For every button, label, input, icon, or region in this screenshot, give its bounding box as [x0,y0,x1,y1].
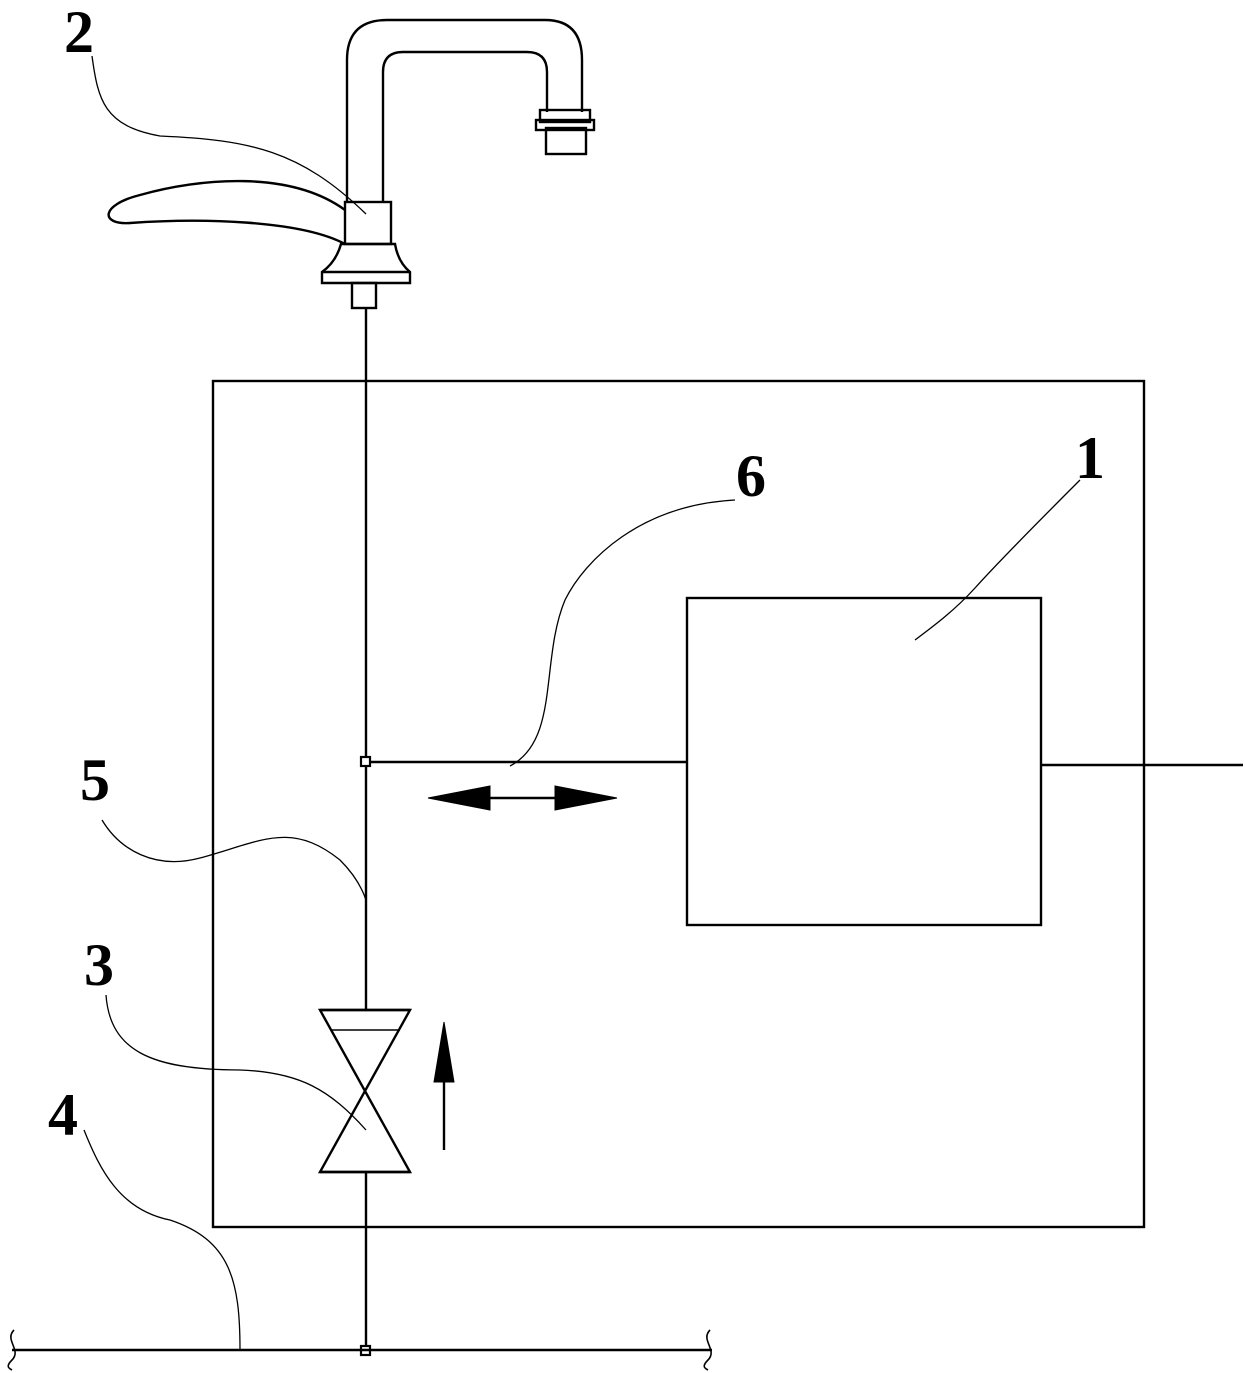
leader-3 [105,994,367,1131]
leader-6 [509,499,736,767]
label-faucet: 2 [64,0,94,65]
valve-icon [317,1008,413,1174]
leader-2 [91,55,367,215]
control-unit-box [685,596,1043,927]
leader-5 [101,819,367,901]
label-connection: 6 [736,443,766,509]
label-valve: 3 [84,932,114,998]
pipe-break-left [7,1329,16,1371]
faucet-icon [107,18,596,310]
housing-frame [211,379,1146,1229]
label-main-pipe: 4 [48,1082,78,1148]
leader-1 [914,479,1081,641]
junction-node [359,755,372,768]
bidirectional-arrow-icon [427,785,618,811]
flow-up-arrow-icon [433,1021,455,1150]
leader-4 [83,1129,241,1351]
pipe-break-right [703,1329,712,1371]
label-branch-pipe: 5 [80,747,110,813]
label-control-unit: 1 [1075,425,1105,491]
